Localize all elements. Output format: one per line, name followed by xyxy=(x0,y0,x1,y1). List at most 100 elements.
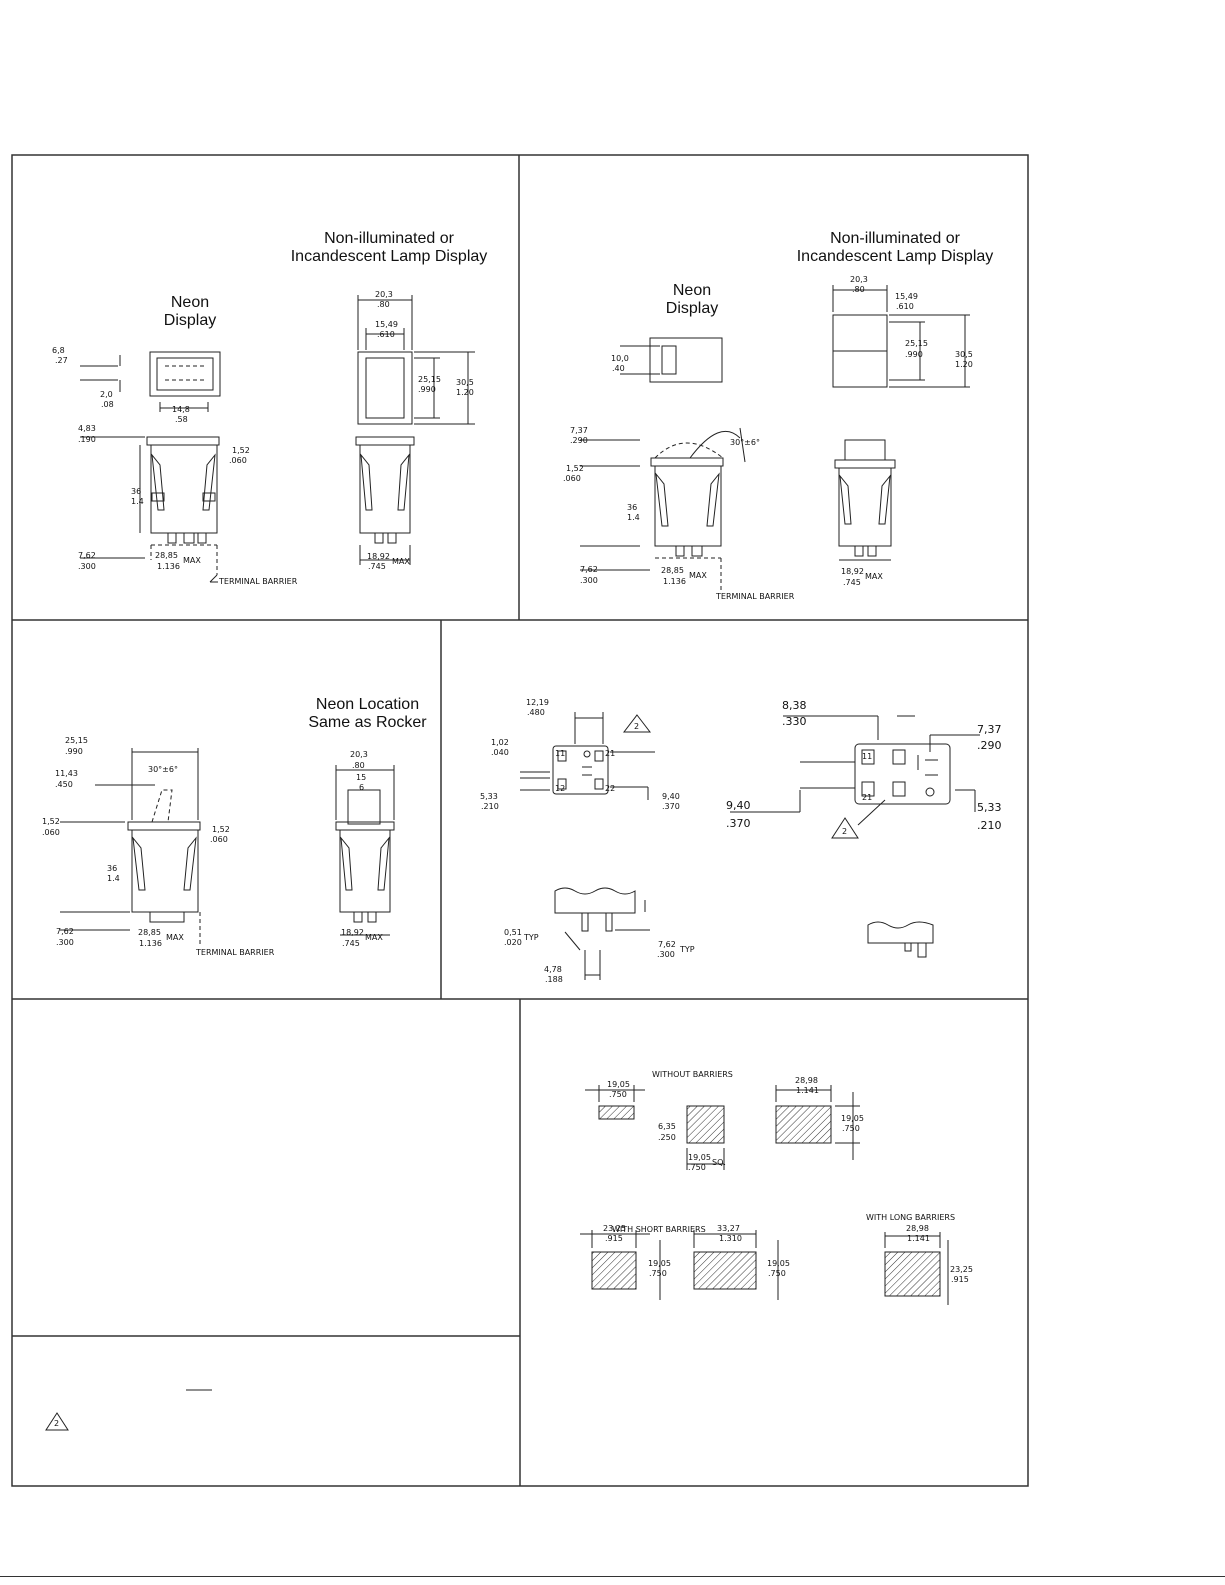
dim-label: .80 xyxy=(377,300,390,309)
p3-neon-location-header: Neon Location Same as Rocker xyxy=(308,696,427,731)
dim-label: .290 xyxy=(570,436,588,445)
pin-label: 21 xyxy=(605,749,616,758)
dim-label: .990 xyxy=(905,350,923,359)
p2-non-illuminated-header: Non-illuminated or Incandescent Lamp Dis… xyxy=(796,230,994,265)
dim-label: 1,02 xyxy=(491,738,509,747)
dim-label: 10,0 xyxy=(611,354,629,363)
dim-label: 18,92 xyxy=(841,567,864,576)
dim-label: MAX xyxy=(392,557,410,566)
pin-label: 21 xyxy=(862,793,873,802)
dim-label: .060 xyxy=(210,835,228,844)
dim-label: 20,3 xyxy=(375,290,393,299)
dim-label: 19,05 xyxy=(767,1259,790,1268)
dim-label: 20,3 xyxy=(850,275,868,284)
dim-label: 1,52 xyxy=(232,446,250,455)
dim-label: 6,35 xyxy=(658,1122,676,1131)
dim-label: .300 xyxy=(78,562,96,571)
dim-label: .020 xyxy=(504,938,522,947)
dim-label: 1.20 xyxy=(955,360,973,369)
panel-3-diagram xyxy=(60,748,395,945)
dim-label: .745 xyxy=(843,578,861,587)
dim-label: 19,05 xyxy=(841,1114,864,1123)
dim-label: TYP xyxy=(524,933,539,942)
dim-label: .990 xyxy=(65,747,83,756)
terminal-barrier-label: TERMINAL BARRIER xyxy=(196,948,275,957)
page-bottom-rule xyxy=(0,1576,1225,1577)
dim-label: .300 xyxy=(657,950,675,959)
dim-label: 28,98 xyxy=(906,1224,929,1233)
p2-neon-display-header: Neon Display xyxy=(665,282,719,317)
dim-label: .188 xyxy=(545,975,563,984)
p1-neon-display-header: Neon Display xyxy=(163,294,217,329)
dim-label: MAX xyxy=(183,556,201,565)
p1-non-illuminated-header: Non-illuminated or Incandescent Lamp Dis… xyxy=(290,230,488,265)
terminal-barrier-label: TERMINAL BARRIER xyxy=(219,577,298,586)
dim-label: .08 xyxy=(101,400,114,409)
dim-label: 4,83 xyxy=(78,424,96,433)
dim-label: .27 xyxy=(55,356,68,365)
dim-label: 0,51 xyxy=(504,928,522,937)
terminal-barrier-label: TERMINAL BARRIER xyxy=(716,592,795,601)
dim-label: .80 xyxy=(352,761,365,770)
dim-label: .290 xyxy=(977,739,1002,752)
dim-label: 6,8 xyxy=(52,346,65,355)
dim-label: 1.136 xyxy=(663,577,686,586)
dim-label: 7,37 xyxy=(570,426,588,435)
dim-label: 5,33 xyxy=(977,801,1002,814)
dim-label: 7,62 xyxy=(658,940,676,949)
dim-label: 1.136 xyxy=(157,562,180,571)
dim-label: 1.136 xyxy=(139,939,162,948)
dim-label: 2,0 xyxy=(100,390,113,399)
dim-label: 15,49 xyxy=(375,320,398,329)
dim-label: .060 xyxy=(229,456,247,465)
dim-label: .750 xyxy=(688,1163,706,1172)
dim-label: 1.141 xyxy=(907,1234,930,1243)
dim-label: 5,33 xyxy=(480,792,498,801)
dim-label: 14,8 xyxy=(172,405,190,414)
dim-label: 19,05 xyxy=(648,1259,671,1268)
dim-label: .060 xyxy=(563,474,581,483)
dim-label: 18,92 xyxy=(367,552,390,561)
dim-label: SQ. xyxy=(712,1158,726,1167)
dim-label: .990 xyxy=(418,385,436,394)
panel-frames xyxy=(11,154,1029,1487)
dim-label: .745 xyxy=(368,562,386,571)
dim-label: .915 xyxy=(605,1234,623,1243)
dim-label: 1.141 xyxy=(796,1086,819,1095)
dim-label: 1,52 xyxy=(566,464,584,473)
dim-label: MAX xyxy=(689,571,707,580)
dim-label: 30°±6° xyxy=(148,765,178,774)
dim-label: 19,05 xyxy=(688,1153,711,1162)
dim-label: 25,15 xyxy=(905,339,928,348)
dim-label: 8,38 xyxy=(782,699,807,712)
dim-label: 6 xyxy=(359,783,365,792)
dim-label: 33,27 xyxy=(717,1224,740,1233)
pin-label: 11 xyxy=(862,752,873,761)
dim-label: 36 xyxy=(131,487,142,496)
dim-label: .190 xyxy=(78,435,96,444)
dim-label: MAX xyxy=(865,572,883,581)
dim-label: 30,5 xyxy=(456,378,474,387)
dim-label: .040 xyxy=(491,748,509,757)
dim-label: MAX xyxy=(365,933,383,942)
pin-label: 22 xyxy=(605,784,616,793)
dim-label: .40 xyxy=(612,364,625,373)
dim-label: 28,85 xyxy=(138,928,161,937)
dim-label: 1.4 xyxy=(627,513,640,522)
dim-label: 36 xyxy=(107,864,118,873)
dim-label: .750 xyxy=(768,1269,786,1278)
panel-4-diagram xyxy=(520,712,980,980)
dim-label: 1.4 xyxy=(131,497,144,506)
dim-label: .58 xyxy=(175,415,188,424)
with-short-barriers-title: WITH SHORT BARRIERS xyxy=(612,1225,706,1234)
dim-label: MAX xyxy=(166,933,184,942)
dim-label: .450 xyxy=(55,780,73,789)
dim-label: .80 xyxy=(852,285,865,294)
dim-label: 4,78 xyxy=(544,965,562,974)
dim-label: 9,40 xyxy=(662,792,680,801)
dim-label: 28,85 xyxy=(155,551,178,560)
dim-label: 25,15 xyxy=(418,375,441,384)
dim-label: 15,49 xyxy=(895,292,918,301)
panel-2-diagram xyxy=(580,285,970,590)
